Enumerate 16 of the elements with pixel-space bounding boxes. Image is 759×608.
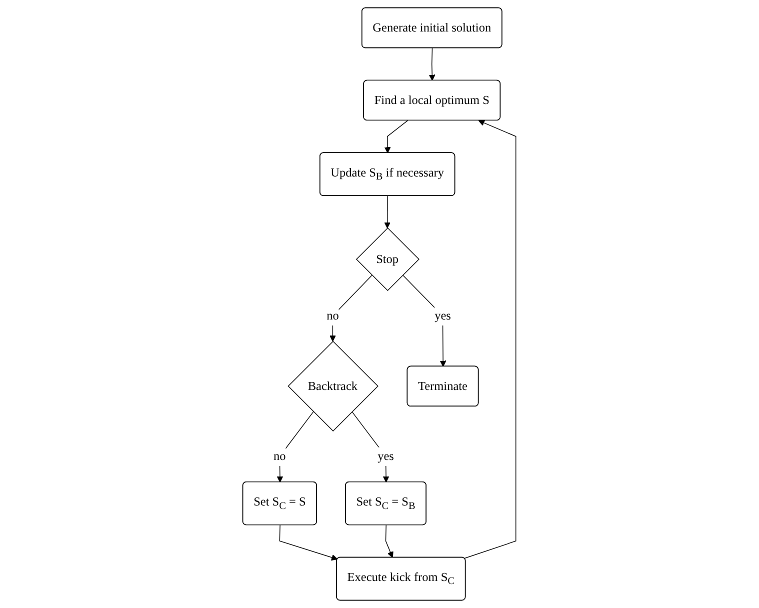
edge-label: yes — [378, 449, 394, 464]
edge-label: no — [274, 449, 286, 464]
arrow — [402, 274, 446, 367]
node-diamond: Backtrack — [288, 340, 379, 432]
edge-label: no — [326, 308, 340, 323]
arrow — [352, 411, 390, 482]
arrow — [384, 196, 391, 228]
arrow — [429, 48, 436, 81]
arrow — [279, 524, 338, 561]
arrow — [330, 274, 373, 342]
arrow — [464, 120, 516, 559]
edge-label: yes — [434, 308, 452, 323]
arrow — [386, 524, 394, 558]
arrow — [384, 120, 408, 154]
node-diamond: Stop — [356, 228, 420, 292]
arrow — [276, 411, 314, 482]
